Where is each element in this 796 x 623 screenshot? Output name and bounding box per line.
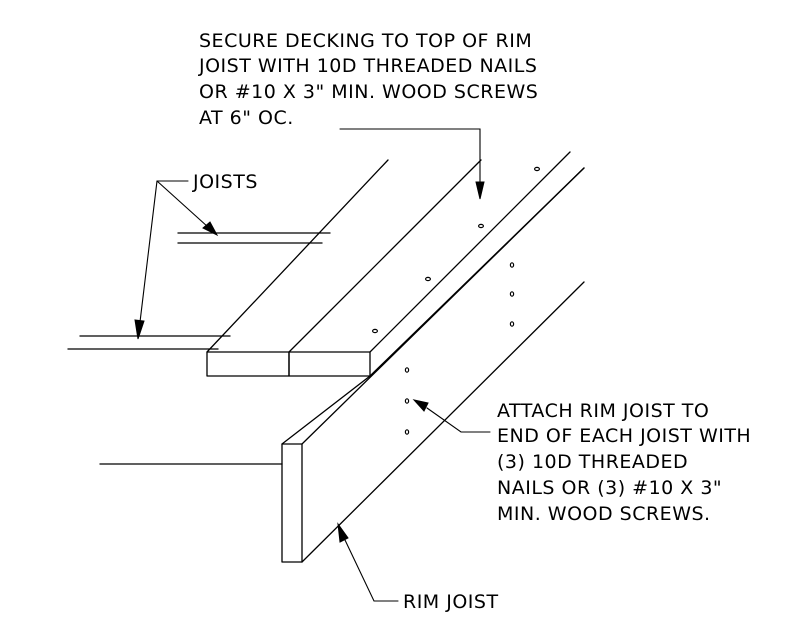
rim-joist-leader (337, 522, 399, 602)
rim-nail-hole (509, 291, 515, 297)
arrowhead (202, 221, 219, 237)
deck-screw-hole (372, 328, 379, 334)
fasteners (372, 166, 540, 435)
decking-note-line-4: AT 6" OC. (199, 107, 294, 129)
rim-nail-hole (404, 429, 410, 435)
decking-note-line-2: JOIST WITH 10D THREADED NAILS (198, 55, 537, 77)
deck-screw-hole (533, 166, 540, 172)
attach-note-line-4: NAILS OR (3) #10 X 3" (497, 477, 722, 499)
leader-line (156, 180, 209, 228)
attach-note: ATTACH RIM JOIST TO END OF EACH JOIST WI… (497, 400, 758, 525)
deck-screw-hole (425, 276, 432, 282)
arrowhead (412, 399, 429, 412)
rim-joist-inner-edge (301, 167, 585, 445)
attach-note-line-3: (3) 10D THREADED (497, 451, 688, 473)
decking-boards (206, 151, 585, 377)
rim-nail-hole (404, 367, 410, 373)
rim-nail-hole (404, 398, 410, 404)
deck-board-2-front-edge (369, 151, 571, 353)
rim-nail-hole (509, 262, 515, 268)
decking-note-leader (339, 128, 485, 200)
leader-line (344, 539, 399, 602)
deck-board-1-end (206, 351, 290, 377)
rim-joist-label: RIM JOIST (403, 591, 499, 613)
attach-note-leader (412, 399, 491, 433)
rim-joist-top-edge (281, 375, 371, 445)
leader-line (139, 180, 158, 323)
deck-board-1-front-edge (288, 159, 482, 353)
leader-line (339, 128, 481, 187)
decking-note-line-3: OR #10 X 3" MIN. WOOD SCREWS (199, 81, 538, 103)
leader-line (426, 407, 491, 433)
arrowhead (134, 319, 145, 340)
decking-note-line-1: SECURE DECKING TO TOP OF RIM (199, 30, 532, 52)
rim-joist-end (281, 443, 303, 563)
joists-leader (134, 180, 219, 340)
attach-note-line-5: MIN. WOOD SCREWS. (497, 503, 711, 525)
decking-note: SECURE DECKING TO TOP OF RIM JOIST WITH … (198, 30, 545, 129)
joists-group (67, 232, 331, 465)
attach-note-line-2: END OF EACH JOIST WITH (497, 425, 751, 447)
rim-joist-bottom-edge (301, 281, 585, 563)
rim-nail-hole (509, 321, 515, 327)
rim-joist (281, 167, 585, 563)
arrowhead (475, 181, 485, 200)
joists-label: JOISTS (192, 171, 258, 193)
deck-board-2-end (288, 351, 371, 377)
deck-screw-hole (478, 223, 485, 229)
arrowhead (337, 522, 349, 543)
attach-note-line-1: ATTACH RIM JOIST TO (497, 400, 709, 422)
deck-board-1-back-edge (206, 159, 389, 353)
